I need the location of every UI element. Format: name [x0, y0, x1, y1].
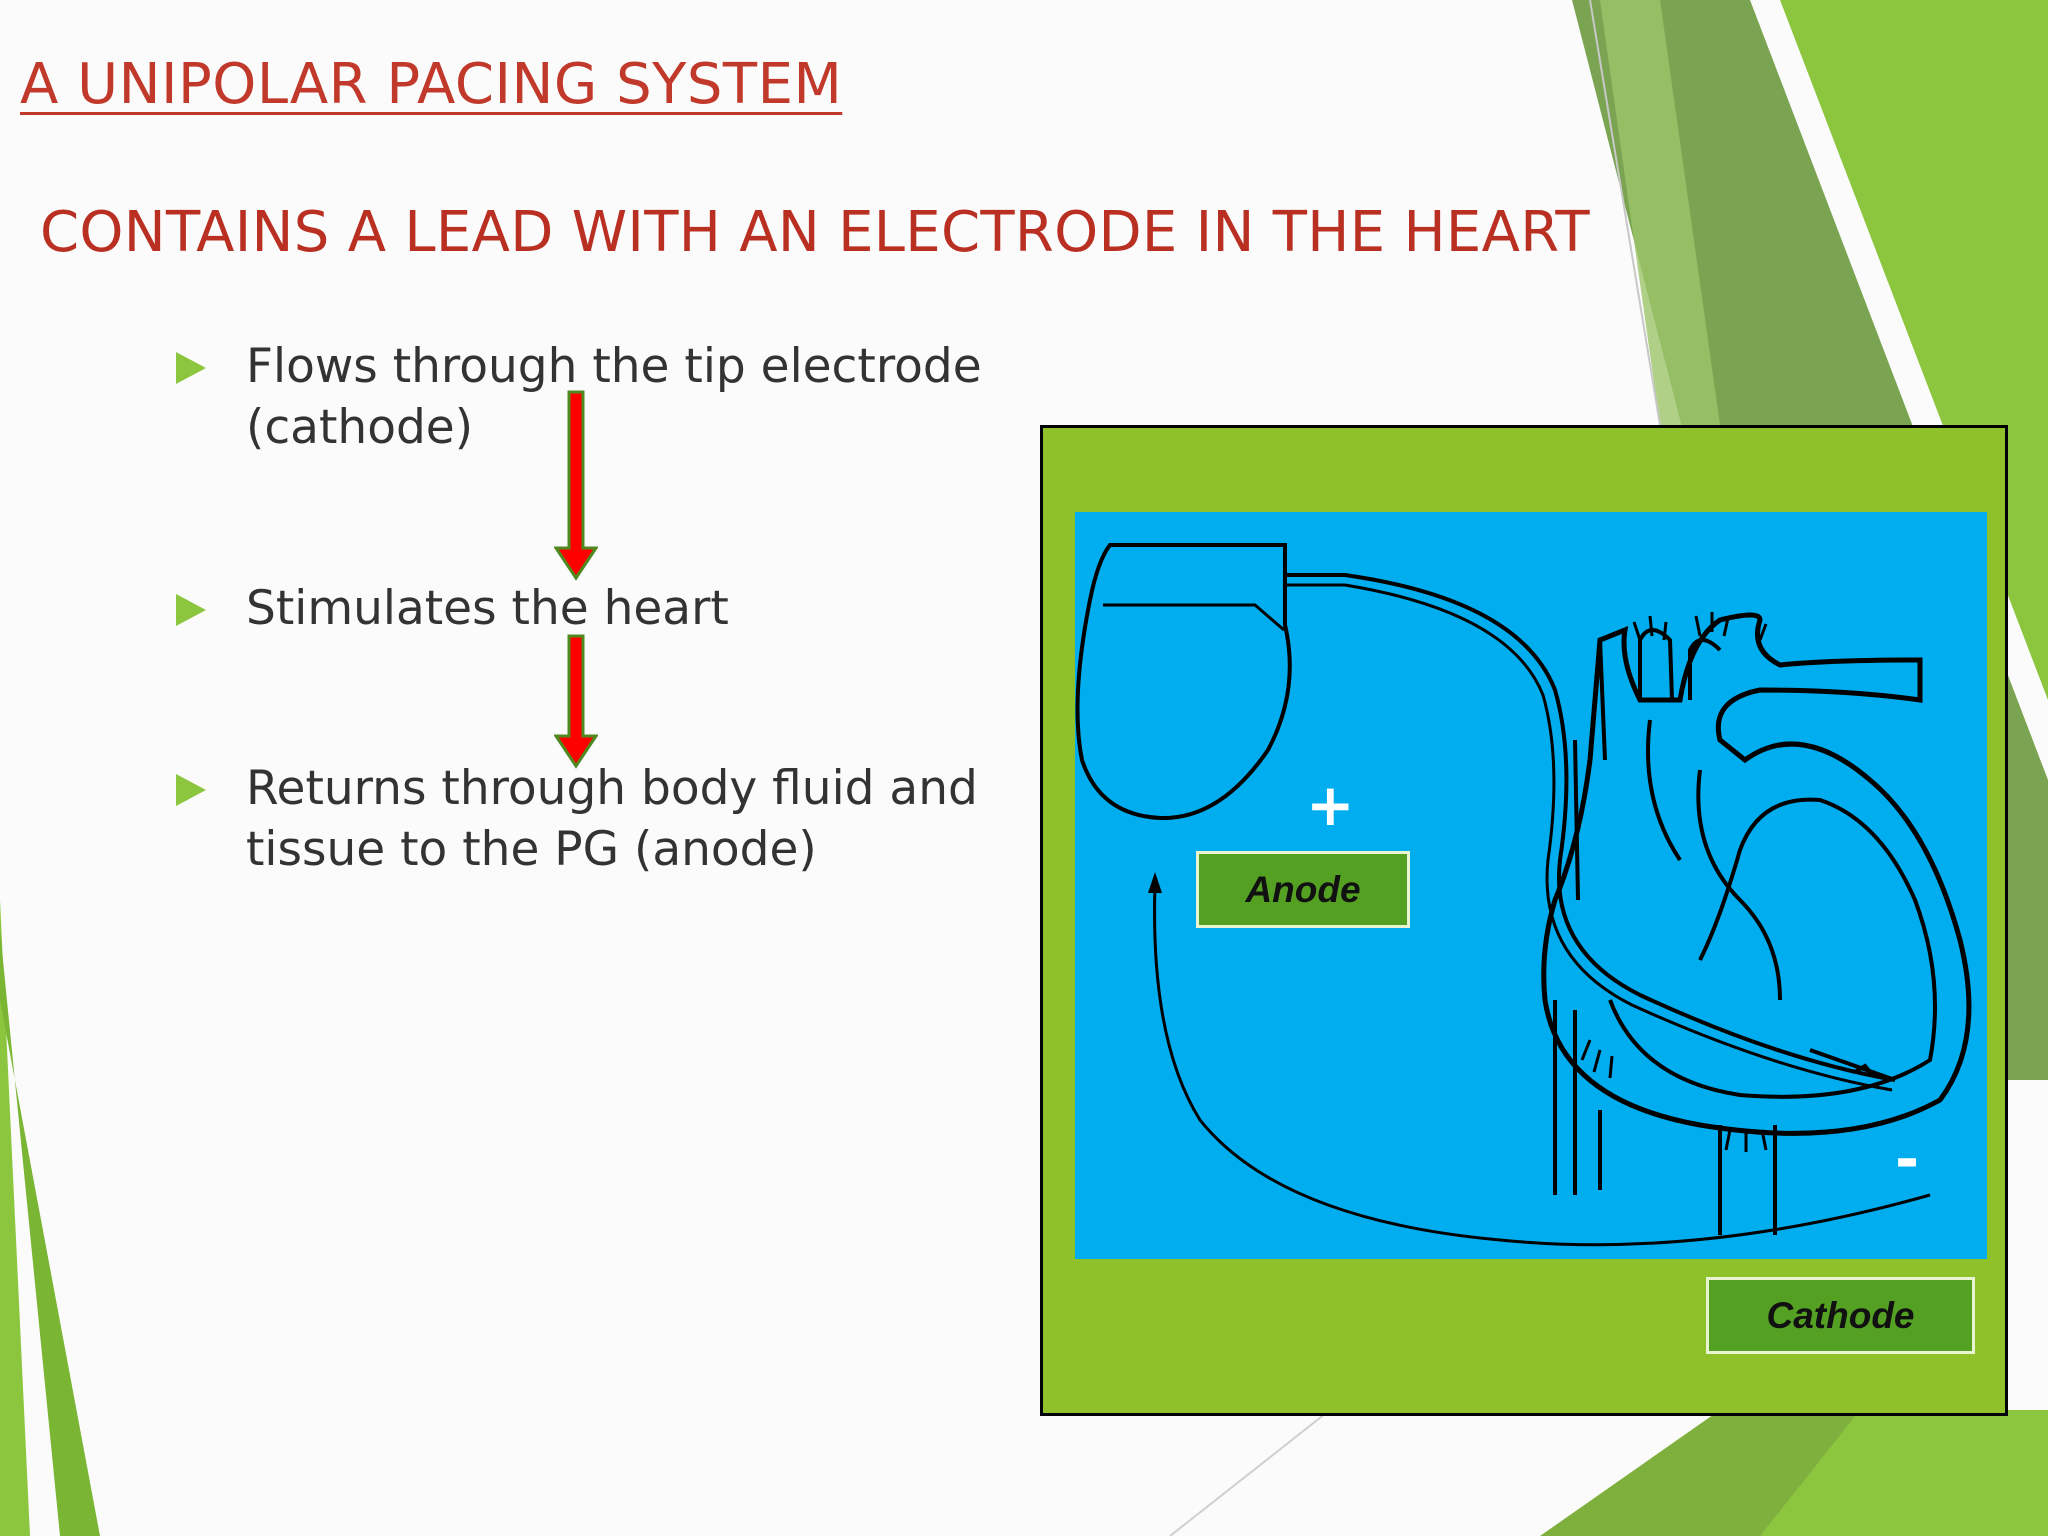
decor-thin-line: [1589, 0, 1661, 426]
heart-hatching: [1580, 612, 1768, 1152]
pulse-generator-header: [1103, 603, 1285, 632]
pacing-lead: [1285, 573, 1896, 1082]
lead-tip-electrode: [1809, 1048, 1896, 1082]
arrow-down-icon: [554, 634, 598, 769]
decor-bottom-right-2: [1760, 1410, 2048, 1536]
triangle-right-icon: [176, 352, 206, 384]
bullet-item: Stimulates the heart: [176, 578, 729, 639]
bullet-text: Stimulates the heart: [246, 581, 729, 636]
decor-left-stripe: [0, 900, 30, 1536]
heart-outline: [1541, 612, 1972, 1136]
slide-title: A UNIPOLAR PACING SYSTEM: [20, 52, 843, 117]
slide-subtitle: CONTAINS A LEAD WITH AN ELECTRODE IN THE…: [40, 200, 1590, 265]
bullet-item: Flows through the tip electrode (cathode…: [176, 336, 982, 458]
bullet-text: Flows through the tip electrode (cathode…: [246, 339, 982, 455]
heart-inner-wall: [1608, 797, 1937, 1099]
anode-label: Anode: [1196, 851, 1410, 928]
cathode-label: Cathode: [1706, 1277, 1975, 1354]
pacing-lead-inner: [1285, 583, 1893, 1092]
pulse-generator: [1075, 543, 1292, 821]
inferior-vessels: [1553, 1000, 1777, 1235]
decor-stripe-mid: [1600, 0, 1720, 425]
heart-septum: [1646, 719, 1782, 1001]
decor-bottom-line: [1169, 1409, 1331, 1536]
bullet-item: Returns through body fluid and tissue to…: [176, 758, 978, 880]
return-arrow-head: [1148, 872, 1162, 893]
positive-sign: +: [1306, 771, 1355, 839]
triangle-right-icon: [176, 774, 206, 806]
triangle-right-icon: [176, 594, 206, 626]
arrow-down-icon: [554, 390, 598, 581]
return-current-arrow: [1153, 884, 1931, 1247]
decor-left-stripe-2: [0, 930, 100, 1536]
bullet-text: Returns through body fluid and tissue to…: [246, 761, 978, 877]
negative-sign: -: [1895, 1125, 1920, 1193]
